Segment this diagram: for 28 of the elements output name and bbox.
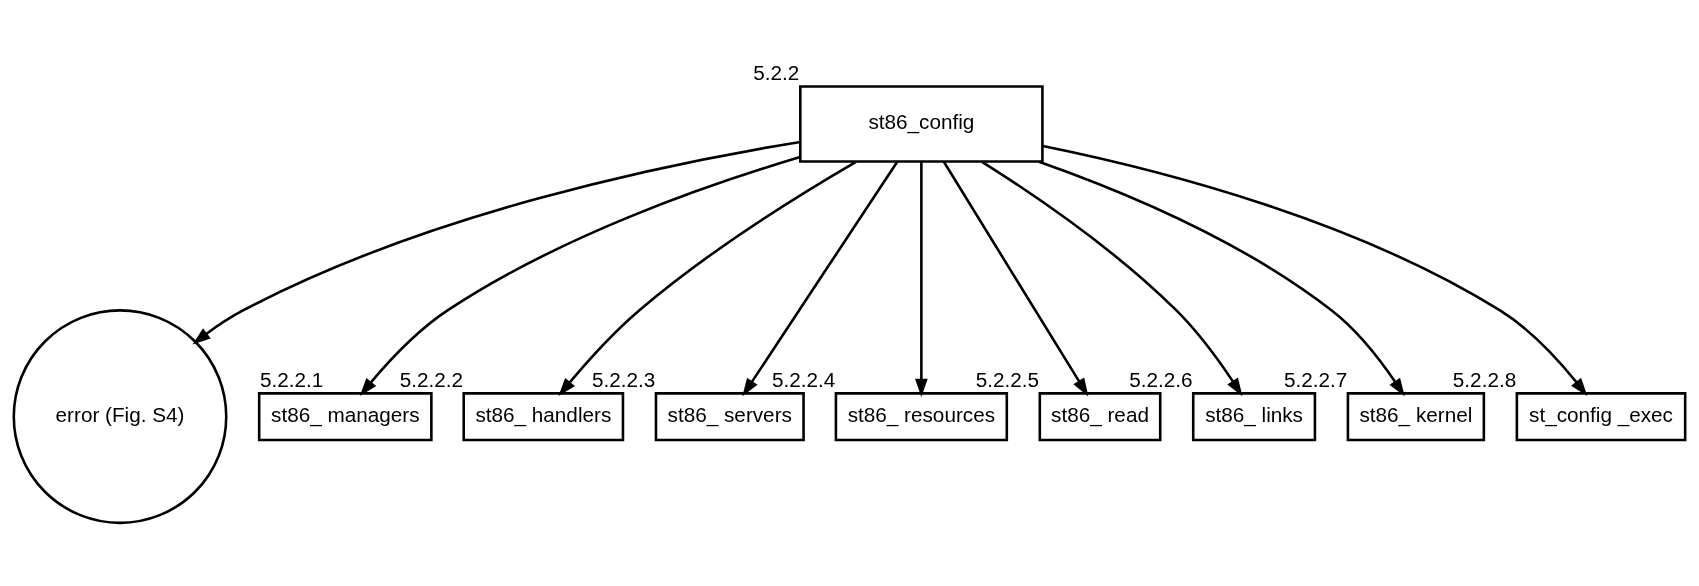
node-box: st86_ resources [834,392,1009,442]
node-box: st86_config [799,85,1044,163]
node-label: 5.2.2.2 [399,367,464,391]
node-label: 5.2.2.4 [771,367,836,391]
node-label: 5.2.2.5 [975,367,1040,391]
node-box: st86_ handlers [462,392,625,442]
node-box: st86_ read [1038,392,1162,442]
arrow [359,155,801,396]
node-label: 5.2.2.6 [1129,367,1193,391]
arrow [558,160,857,396]
node-label: 5.2.2 [753,60,800,84]
node-label: 5.2.2.3 [591,367,656,391]
arrow [192,140,801,345]
node-box: st86_ managers [257,392,433,442]
node-circle: error (Fig. S4) [12,309,228,525]
arrow [1038,160,1405,397]
arrow [1042,144,1588,396]
arrow [981,160,1243,397]
node-label: 5.2.2.7 [1283,367,1348,391]
node-label: 5.2.2.1 [259,367,324,391]
arrow [742,161,899,397]
node-box: st86_ kernel [1346,392,1486,442]
node-box: st_config _exec [1515,392,1687,442]
arrow [915,162,928,397]
node-box: st86_ links [1191,392,1317,442]
arrow [942,161,1089,397]
node-label: 5.2.2.8 [1452,367,1517,391]
node-box: st86_ servers [654,392,805,442]
